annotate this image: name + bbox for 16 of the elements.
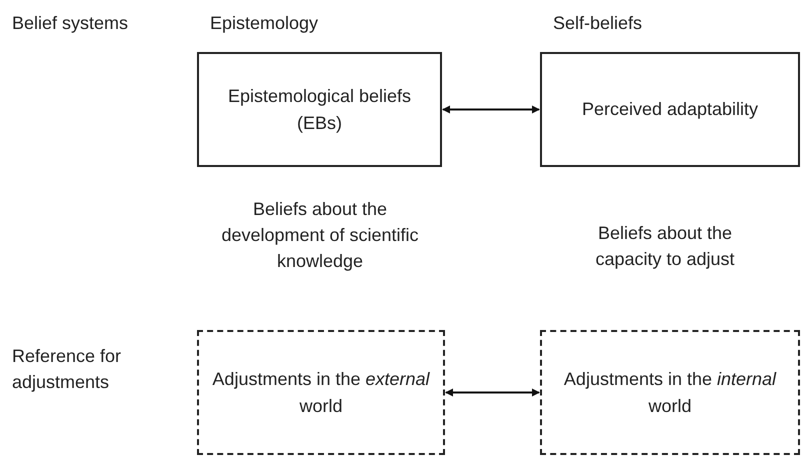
dashed-box xyxy=(197,330,445,455)
description-text: Beliefs about the capacity to adjust xyxy=(594,222,736,272)
heading-text: Belief systems xyxy=(12,12,130,35)
double-arrow xyxy=(445,388,540,396)
dashed-box xyxy=(540,330,800,455)
heading-text: Self-beliefs xyxy=(553,12,644,35)
box-text: Adjustments in the external world xyxy=(211,368,431,418)
description-text: Beliefs about the development of scientific knowledge xyxy=(220,198,420,274)
double-arrow xyxy=(442,106,540,114)
heading-text: Epistemology xyxy=(210,12,320,35)
box-text: Epistemological beliefs (EBs) xyxy=(226,85,412,135)
box-text: Adjustments in the internal world xyxy=(562,368,778,418)
heading-text: Reference for adjustments xyxy=(12,345,122,394)
concept-box xyxy=(197,52,442,167)
concept-box xyxy=(540,52,800,167)
box-text: Perceived adaptability xyxy=(580,98,760,122)
